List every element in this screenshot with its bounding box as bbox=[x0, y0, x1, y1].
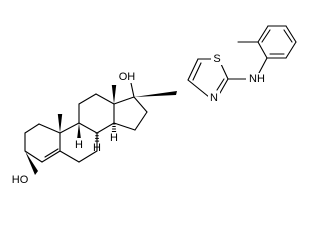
bond-c4-c5 bbox=[41, 150, 61, 163]
bond-s-c2t bbox=[220, 63, 229, 80]
h-14-hash bbox=[111, 123, 117, 132]
bond-c9-c10 bbox=[59, 122, 80, 134]
ring-a bbox=[24, 123, 61, 163]
ring-b bbox=[59, 122, 98, 163]
label-thiazole-n: N bbox=[210, 92, 218, 104]
bond-c6-c7 bbox=[78, 150, 98, 163]
bond-c5-c6 bbox=[59, 150, 80, 163]
bond-ar5-ar6 bbox=[285, 41, 297, 59]
bond-ar-inner-1 bbox=[261, 29, 271, 43]
h-8-hash bbox=[94, 132, 100, 142]
bond-ar1-ar2 bbox=[257, 41, 268, 59]
chemical-structure: HO OH S N NH H H H bbox=[11, 25, 297, 186]
bond-c14-c15 bbox=[113, 122, 136, 131]
bond-c3-c4 bbox=[24, 150, 43, 163]
bond-n-c4t bbox=[187, 79, 210, 98]
label-h-9: H bbox=[75, 139, 83, 151]
bond-ar-inner-2 bbox=[283, 29, 293, 43]
bond-c15-c16 bbox=[134, 111, 148, 131]
bond-c17-c13 bbox=[113, 96, 135, 105]
label-ho-3: HO bbox=[12, 174, 29, 186]
label-oh-17: OH bbox=[119, 71, 136, 83]
bond-c8-c9 bbox=[78, 122, 98, 134]
bond-c11-c12 bbox=[78, 93, 97, 105]
bond-c4t-c5t-double bbox=[192, 62, 202, 81]
bond-c17-oh bbox=[130, 82, 135, 98]
bond-c12-c13 bbox=[95, 93, 115, 105]
bond-c17-thiazole-wedge bbox=[134, 91, 177, 97]
bond-c16-c17 bbox=[133, 96, 148, 113]
label-h-14: H bbox=[110, 132, 118, 144]
label-nh: NH bbox=[249, 73, 265, 85]
bond-c14-c8 bbox=[96, 122, 115, 134]
bond-c2t-n bbox=[219, 78, 229, 94]
h-9-wedge bbox=[77, 123, 81, 138]
label-sulfur: S bbox=[213, 53, 220, 65]
bond-c3-oh-wedge bbox=[25, 151, 38, 175]
bond-c1-c2 bbox=[24, 123, 40, 134]
bond-c10-c1 bbox=[38, 123, 61, 134]
methyl-19-wedge bbox=[57, 114, 63, 133]
label-h-8: H bbox=[93, 142, 101, 154]
bond-nh-aryl bbox=[258, 57, 268, 74]
tolyl-ring bbox=[257, 25, 297, 59]
ring-c bbox=[78, 93, 115, 134]
ring-d bbox=[113, 96, 148, 131]
bond-c4-c5-double bbox=[44, 148, 59, 158]
bond-c4t-c5t bbox=[187, 58, 199, 81]
bond-c2t-n-double bbox=[216, 78, 225, 91]
thiazole-ring bbox=[187, 58, 229, 98]
bond-ar2-ar3 bbox=[257, 25, 269, 43]
bond-ar4-ar5 bbox=[285, 25, 297, 43]
methyl-18-wedge bbox=[111, 85, 117, 104]
